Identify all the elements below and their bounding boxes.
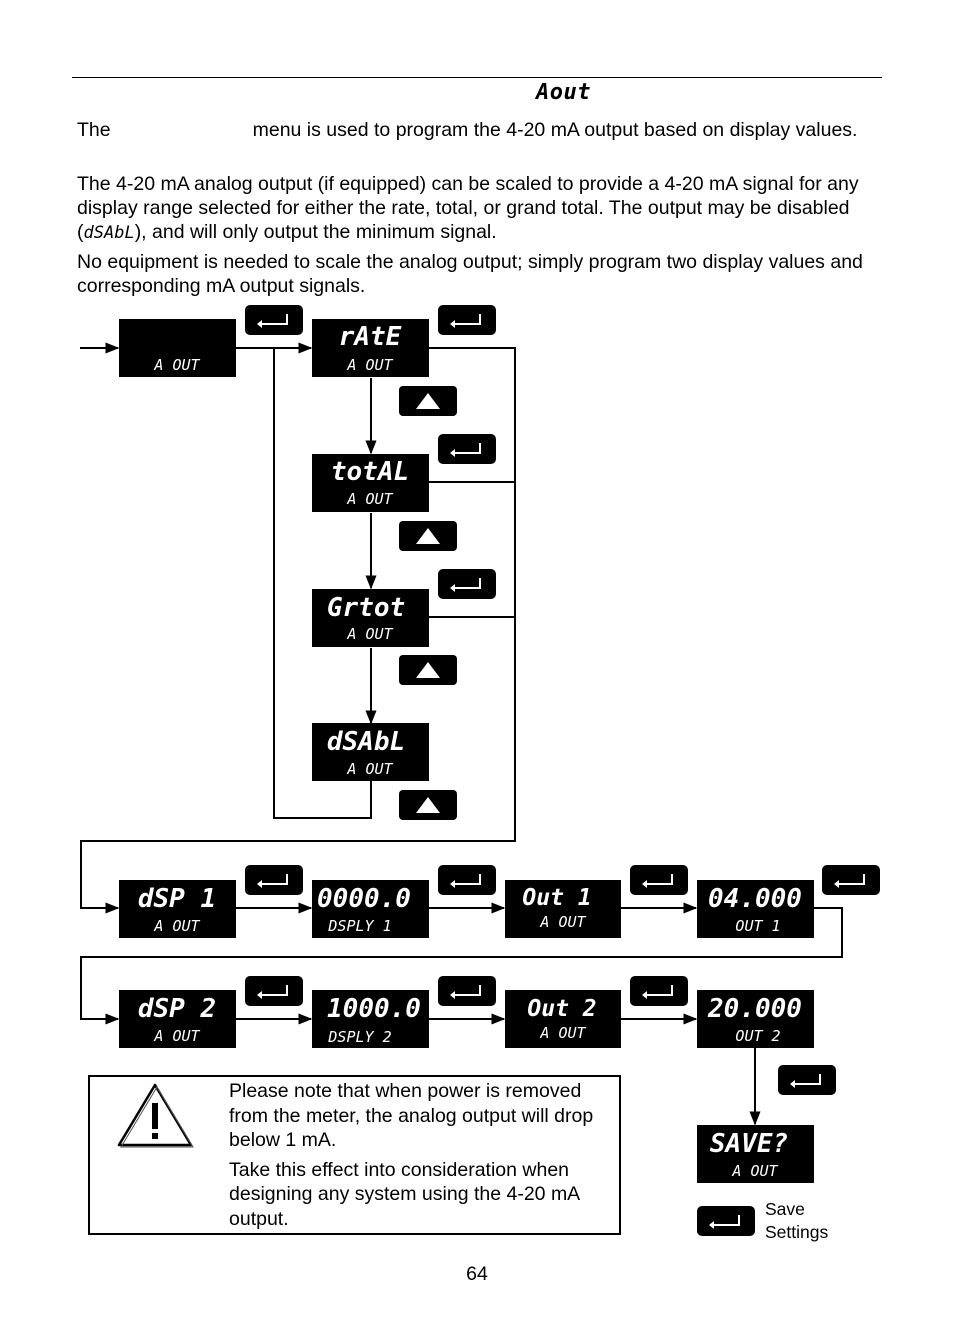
display-rate-sub: A OUT [346, 356, 393, 374]
warning-triangle-icon [117, 1083, 194, 1148]
warning-note-text: Please note that when power is removed f… [229, 1079, 614, 1236]
warning-note-line-1: Please note that when power is removed f… [229, 1080, 594, 1151]
display-rate[interactable]: rAtE A OUT [312, 319, 429, 377]
up-arrow-key-icon[interactable] [399, 655, 457, 685]
display-dsp2-main: dSP 2 [138, 994, 216, 1024]
enter-key-icon[interactable] [630, 976, 688, 1006]
enter-key-icon[interactable] [245, 976, 303, 1006]
enter-key-icon[interactable] [438, 976, 496, 1006]
scaling-text-a: The 4-20 mA analog output (if equipped) … [77, 173, 859, 243]
display-out1-value-main: 04.000 [708, 884, 802, 914]
display-dsp1-value-main: 0000.0 [317, 884, 411, 914]
scaling-paragraph: The 4-20 mA analog output (if equipped) … [77, 172, 877, 245]
intro-paragraph: The menu is used to program the 4-20 mA o… [77, 118, 877, 142]
display-out2[interactable]: Out 2 A OUT [505, 990, 621, 1048]
enter-key-icon[interactable] [438, 569, 496, 599]
display-total-main: totAL [331, 457, 409, 487]
save-settings-label: Save Settings [765, 1199, 829, 1242]
display-save[interactable]: SAVE? A OUT [697, 1125, 814, 1183]
display-start-sub: A OUT [153, 356, 200, 374]
display-out1-sub: A OUT [539, 913, 586, 931]
warning-note: Please note that when power is removed f… [88, 1075, 621, 1235]
display-total-sub: A OUT [346, 490, 393, 508]
display-dsp2-value-main: 1000.0 [327, 994, 421, 1024]
enter-key-icon[interactable] [630, 865, 688, 895]
enter-key-icon[interactable] [778, 1065, 836, 1095]
enter-key-icon[interactable] [438, 434, 496, 464]
display-out2-sub: A OUT [539, 1024, 586, 1042]
display-dsp1-value-sub: DSPLY 1 [327, 917, 391, 935]
enter-key-icon[interactable] [697, 1206, 755, 1236]
enter-key-icon[interactable] [245, 305, 303, 335]
display-out1[interactable]: Out 1 A OUT [505, 880, 621, 938]
enter-key-icon[interactable] [438, 865, 496, 895]
display-out1-value-sub: OUT 1 [735, 917, 780, 935]
display-out2-value-sub: OUT 2 [735, 1027, 780, 1045]
top-rule [72, 77, 882, 78]
enter-key-icon[interactable] [245, 865, 303, 895]
display-dsabl-main: dSAbL [327, 727, 405, 757]
display-rate-main: rAtE [339, 322, 402, 352]
up-arrow-key-icon[interactable] [399, 386, 457, 416]
intro-text-a: The [77, 119, 111, 141]
display-save-main: SAVE? [710, 1129, 788, 1159]
display-grtot[interactable]: Grtot A OUT [312, 589, 429, 647]
display-dsabl-sub: A OUT [346, 760, 393, 778]
display-start: A OUT [119, 319, 236, 377]
display-grtot-sub: A OUT [346, 625, 393, 643]
up-arrow-key-icon[interactable] [399, 521, 457, 551]
display-out1-value[interactable]: 04.000 OUT 1 [697, 880, 814, 938]
display-out2-value-main: 20.000 [707, 994, 802, 1024]
up-arrow-key-icon[interactable] [399, 790, 457, 820]
section-heading: Aout [536, 80, 591, 105]
display-out2-value[interactable]: 20.000 OUT 2 [697, 990, 814, 1048]
display-grtot-main: Grtot [327, 593, 405, 623]
intro-text-b: menu is used to program the 4-20 mA outp… [252, 119, 858, 141]
display-dsp2-sub: A OUT [153, 1027, 200, 1045]
display-total[interactable]: totAL A OUT [312, 454, 429, 512]
display-dsp1-sub: A OUT [153, 917, 200, 935]
warning-note-line-2: Take this effect into consideration when… [229, 1158, 580, 1230]
display-save-sub: A OUT [731, 1162, 778, 1180]
display-out2-main: Out 2 [527, 996, 596, 1022]
enter-key-icon[interactable] [438, 305, 496, 335]
display-dsp2[interactable]: dSP 2 A OUT [119, 990, 236, 1048]
scaling-text-b: ), and will only output the minimum sign… [134, 221, 497, 243]
equipment-paragraph: No equipment is needed to scale the anal… [77, 251, 863, 297]
display-out1-main: Out 1 [522, 885, 591, 911]
display-dsp1-value[interactable]: 0000.0 DSPLY 1 [312, 880, 429, 938]
display-dsp1[interactable]: dSP 1 A OUT [119, 880, 236, 938]
display-dsp1-main: dSP 1 [138, 884, 216, 914]
display-dsabl[interactable]: dSAbL A OUT [312, 723, 429, 781]
page-number: 64 [466, 1263, 488, 1285]
display-dsp2-value-sub: DSPLY 2 [327, 1028, 391, 1046]
enter-key-icon[interactable] [822, 865, 880, 895]
disable-code: dSAbL [83, 223, 135, 243]
display-dsp2-value[interactable]: 1000.0 DSPLY 2 [312, 990, 429, 1048]
